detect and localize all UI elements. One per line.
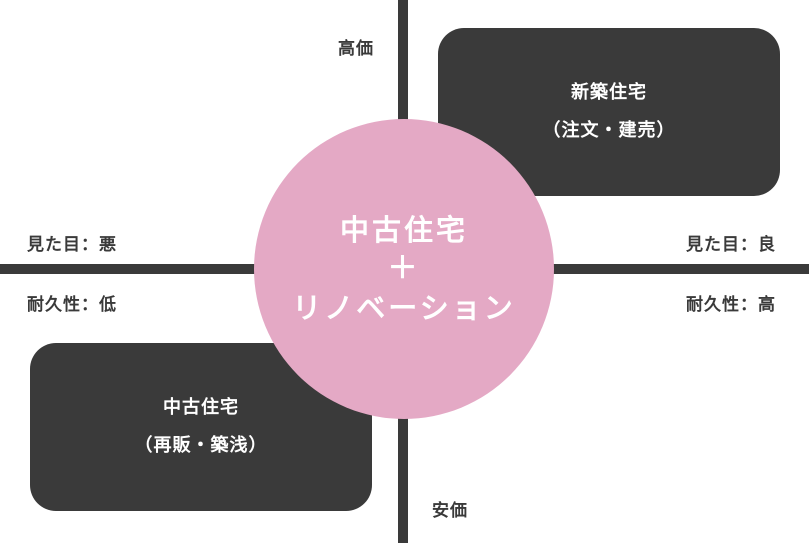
new-home-subtitle: （注文・建売）: [542, 120, 676, 141]
axis-label-durability-low: 耐久性：低: [27, 295, 117, 315]
center-circle: 中古住宅 ＋ リノベーション: [254, 119, 554, 419]
center-plus: ＋: [387, 251, 421, 286]
axis-label-expensive: 高価: [338, 39, 374, 59]
used-home-title: 中古住宅: [163, 397, 239, 418]
center-line-3: リノベーション: [292, 291, 516, 325]
axis-label-looks-bad: 見た目：悪: [27, 235, 117, 255]
new-home-title: 新築住宅: [571, 82, 647, 103]
axis-label-cheap: 安価: [432, 501, 468, 521]
axis-label-looks-good: 見た目：良: [686, 235, 776, 255]
used-home-subtitle: （再販・築浅）: [134, 435, 268, 456]
center-line-1: 中古住宅: [339, 213, 468, 247]
new-home-box: 新築住宅 （注文・建売）: [438, 28, 780, 196]
axis-label-durability-high: 耐久性：高: [686, 295, 776, 315]
